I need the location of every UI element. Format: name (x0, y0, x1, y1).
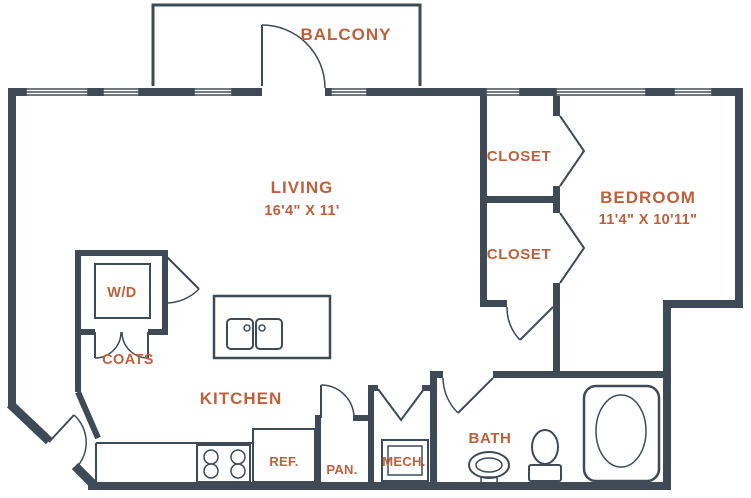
label-bath: BATH (469, 430, 512, 447)
wd-door-arc-right (121, 331, 149, 359)
closet-top-bifold-doors (559, 115, 586, 187)
window (485, 87, 521, 97)
closet-bottom-wall (487, 300, 507, 307)
burner (230, 463, 246, 479)
tub-outline (582, 384, 661, 483)
sink-bowl (468, 451, 510, 479)
mech-double-doors (377, 388, 425, 422)
toilet (528, 429, 562, 482)
bath-fixtures (468, 384, 661, 484)
sink-bowl-inner (475, 457, 503, 473)
label-ref: REF. (269, 454, 298, 469)
laundry-side-door-arc (165, 288, 200, 304)
label-living-dims: 16'4" X 11' (264, 203, 339, 219)
entry-door-arc (73, 414, 87, 469)
interior-walls (75, 96, 671, 482)
bedroom-door-arc (506, 306, 521, 341)
right-lower-wall (663, 300, 671, 490)
top-wall-right (325, 88, 743, 96)
mech-unit-inner (387, 445, 423, 476)
closet-stub-bottom (553, 283, 560, 307)
label-closet-bottom: CLOSET (487, 246, 551, 263)
balcony-door-swing-arc (261, 24, 326, 89)
label-bedroom-dims: 11'4" X 10'11" (599, 212, 698, 228)
windows (25, 87, 713, 97)
window (102, 87, 140, 97)
mech-fixtures (381, 439, 429, 482)
wd-left-wall (75, 250, 81, 335)
window (555, 87, 647, 97)
label-wd: W/D (107, 285, 136, 301)
label-mech: MECH. (382, 454, 425, 469)
laundry-side-door-leaf (165, 255, 200, 290)
entry-diagonal-wall-lower (71, 462, 98, 489)
label-pan: PAN. (326, 462, 357, 477)
laundry-closet (75, 250, 200, 359)
right-wall (735, 88, 743, 308)
left-wall (8, 88, 16, 408)
pantry-top-wall (353, 415, 368, 421)
pantry-door-arc (320, 384, 355, 419)
mech-left-wall (368, 385, 374, 482)
hall-bedroom-wall (553, 307, 560, 375)
bath-top-wall-right (493, 371, 553, 378)
bath-door-leaf (457, 377, 494, 414)
label-living: LIVING (271, 178, 334, 197)
refrigerator (252, 428, 316, 483)
closet-bottom-bifold-doors (559, 212, 586, 284)
label-bedroom: BEDROOM (600, 188, 696, 207)
kitchen-sink (226, 318, 283, 350)
wd-door-arc-left (94, 331, 122, 359)
right-step-wall (663, 300, 743, 308)
closet-stub-top (553, 96, 560, 116)
label-closet-top: CLOSET (487, 148, 551, 165)
sink-basin-left (226, 318, 254, 350)
mech-top-wall-right (422, 385, 430, 391)
balcony-outline (151, 3, 422, 89)
window (25, 87, 89, 97)
entry-door-leaf (48, 414, 75, 443)
mech-unit (381, 439, 429, 482)
mech-top-wall-left (368, 385, 378, 391)
balcony-walls (151, 3, 422, 86)
bottom-wall (88, 482, 671, 490)
sink-faucet-left (243, 324, 251, 332)
closet-divider-wall (487, 196, 560, 203)
wd-bottom-stub-left (75, 329, 95, 335)
tub-basin (595, 394, 647, 468)
label-balcony: BALCONY (300, 25, 391, 44)
coats-diagonal-wall (75, 390, 101, 440)
wd-right-wall (162, 250, 168, 335)
window (193, 87, 233, 97)
burner (203, 463, 219, 479)
sink-pedestal (480, 476, 498, 484)
room-labels: BALCONY LIVING 16'4" X 11' BEDROOM 11'4"… (102, 25, 697, 477)
bath-sink (468, 451, 510, 484)
bath-door-arc (442, 377, 459, 414)
label-coats: COATS (102, 352, 154, 368)
bathtub (582, 384, 661, 483)
window (330, 87, 368, 97)
label-kitchen: KITCHEN (200, 389, 283, 408)
doors (48, 115, 586, 469)
stove-burners (203, 449, 246, 479)
toilet-tank (528, 464, 562, 482)
entry-diagonal-wall-upper (6, 400, 53, 445)
bedroom-bottom-wall (553, 371, 671, 378)
bedroom-door-leaf (519, 306, 554, 341)
toilet-bowl (531, 429, 559, 465)
washer-dryer-unit (94, 263, 151, 319)
wd-top-wall (75, 250, 168, 256)
sink-faucet-right (258, 324, 266, 332)
sink-basin-right (255, 318, 283, 350)
wd-bottom-stub-right (148, 329, 168, 335)
kitchen-fixtures (95, 294, 332, 483)
hall-mech-wall (430, 371, 437, 482)
window (673, 87, 713, 97)
pantry-left-wall (315, 415, 321, 482)
closet-left-wall (480, 96, 487, 307)
counter-edge (95, 442, 253, 482)
closet-stub-middle (553, 186, 560, 213)
